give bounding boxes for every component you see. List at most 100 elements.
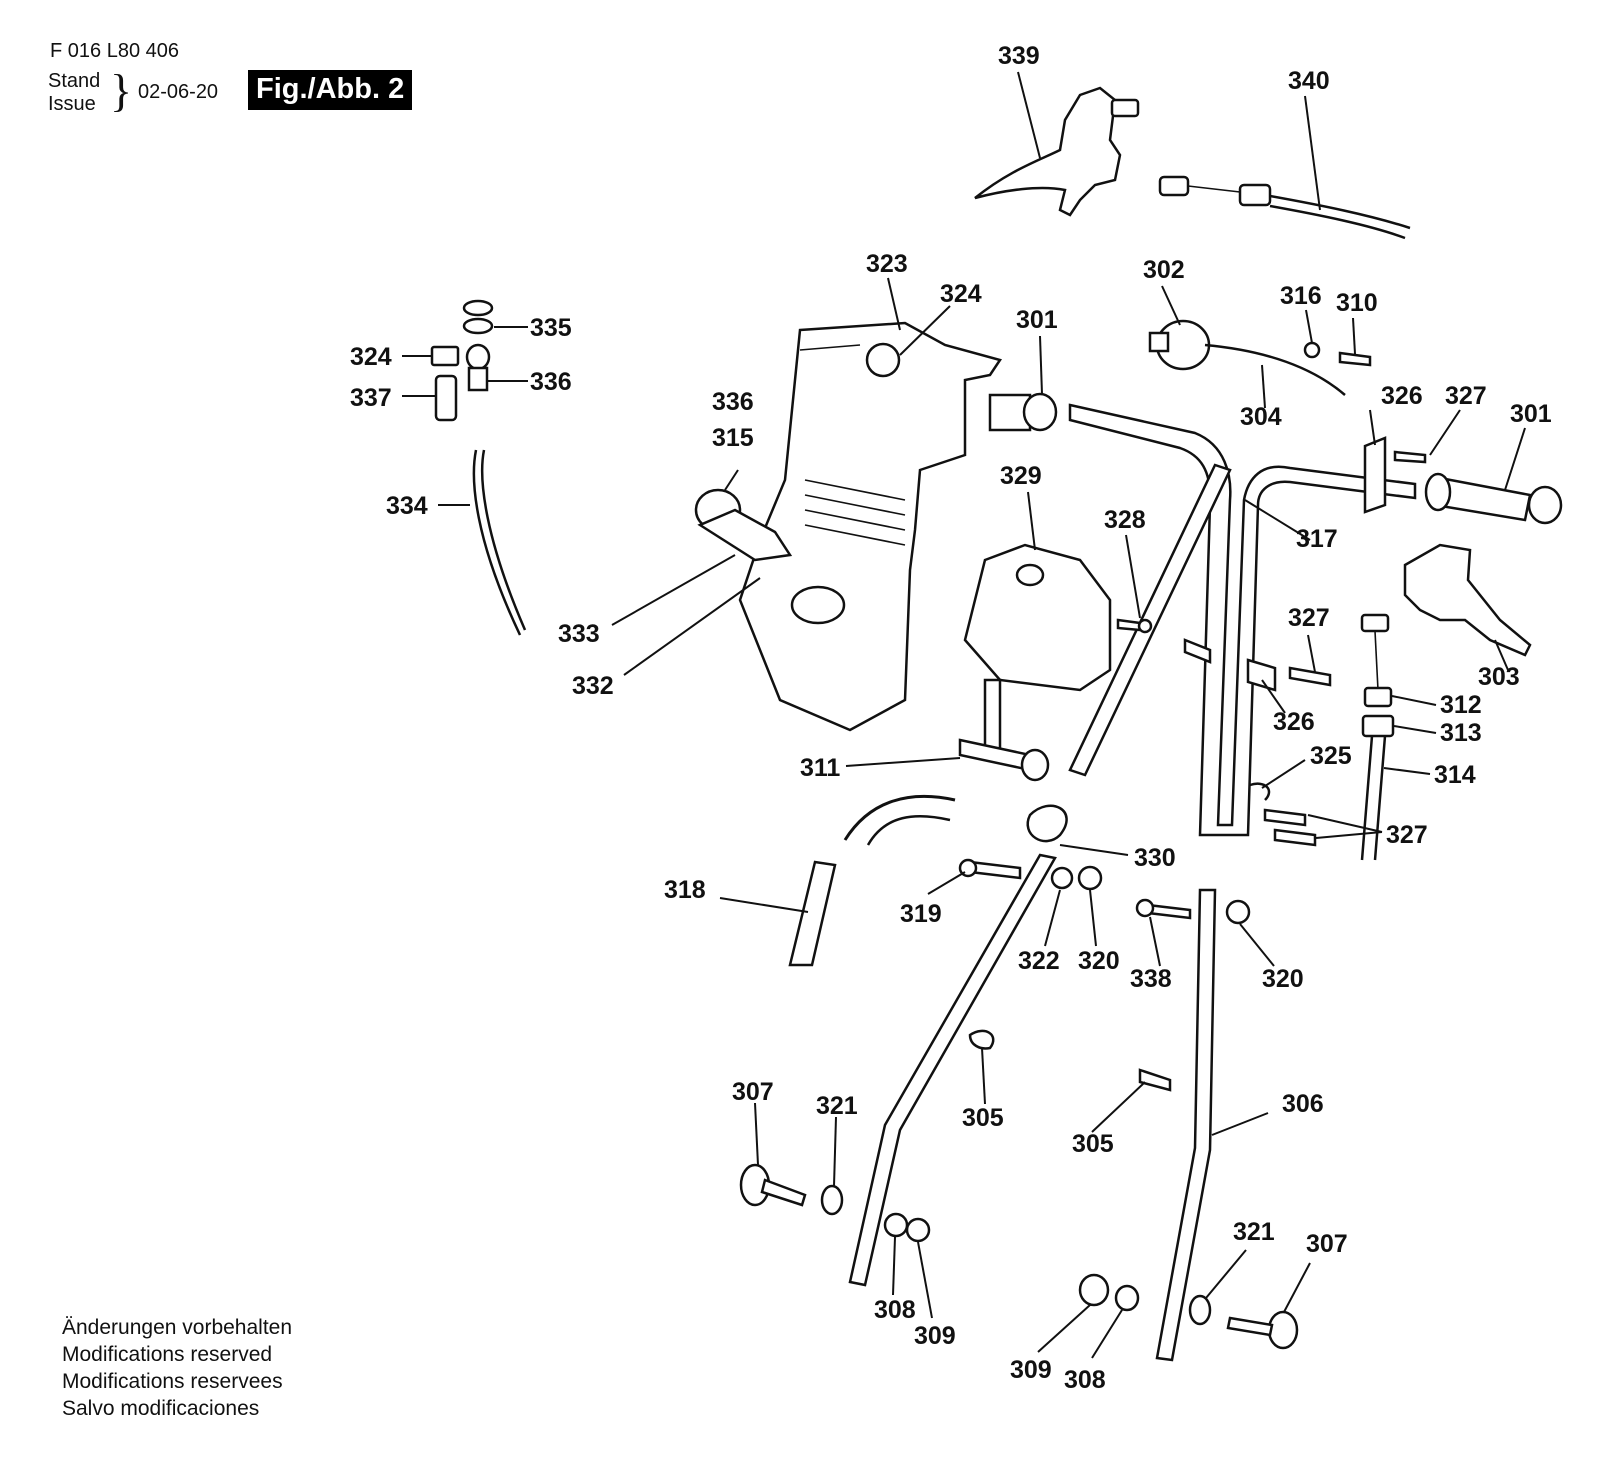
- callout-316: 316: [1280, 282, 1322, 310]
- callout-326-top: 326: [1381, 382, 1423, 410]
- washer-316: [1303, 341, 1321, 359]
- note-line: Modifications reservees: [62, 1370, 283, 1393]
- callout-311: 311: [800, 754, 840, 782]
- callout-309-left: 309: [914, 1322, 956, 1350]
- spacer-321-left: [820, 1184, 844, 1216]
- callout-329: 329: [1000, 462, 1042, 490]
- clamp-330: [1026, 804, 1068, 843]
- bar-end-left: [988, 393, 1032, 432]
- spacer-321-right: [1188, 1294, 1212, 1326]
- bracket-326-top: [1363, 436, 1387, 514]
- screw-328-head: [1137, 618, 1153, 634]
- knob-307-left-shaft: [760, 1178, 807, 1207]
- cable-end-340: [1158, 175, 1190, 197]
- lever-303: [1403, 543, 1532, 657]
- bulb-336: [465, 343, 491, 371]
- bushing-308-left: [883, 1212, 909, 1238]
- callout-338: 338: [1130, 965, 1172, 993]
- callout-labels: 339 340 323 324 302 316 310 301 304 326 …: [350, 42, 1552, 1394]
- bulb-base-336: [467, 366, 489, 392]
- wire-334-b: [480, 449, 527, 631]
- spacer-326: [1246, 658, 1277, 692]
- note-line: Änderungen vorbehalten: [62, 1316, 293, 1339]
- cable-wire-312: [1374, 630, 1379, 691]
- issue-date: 02-06-20: [138, 81, 219, 103]
- document-number: F 016 L80 406: [50, 40, 179, 62]
- bolt-338-head: [1135, 898, 1155, 918]
- nut-320-left: [1077, 865, 1103, 891]
- callout-339: 339: [998, 42, 1040, 70]
- grip-collar-right: [1424, 472, 1452, 512]
- screw-327-top: [1393, 450, 1427, 464]
- nut-312: [1363, 686, 1393, 708]
- callout-308-left: 308: [874, 1296, 916, 1324]
- washer-335-a: [462, 299, 494, 317]
- switch-stem: [1148, 331, 1170, 353]
- housing-cap-324: [865, 342, 901, 378]
- bolt-338: [1146, 903, 1192, 920]
- clip-305-right: [1138, 1068, 1172, 1092]
- hose-318: [788, 860, 837, 967]
- callout-334: 334: [386, 492, 428, 520]
- note-line: Modifications reserved: [62, 1343, 273, 1366]
- washer-335-b: [462, 317, 494, 335]
- handlebar-strut: [1068, 463, 1232, 777]
- callout-322: 322: [1018, 947, 1060, 975]
- leader-lines: [402, 71, 1526, 1359]
- callout-320-right: 320: [1262, 965, 1304, 993]
- callout-307-right: 307: [1306, 1230, 1348, 1258]
- hose-318-curved: [843, 794, 956, 841]
- bushing-308-right: [1114, 1284, 1140, 1312]
- callout-307-left: 307: [732, 1078, 774, 1106]
- callout-337: 337: [350, 384, 392, 412]
- nut-313: [1361, 714, 1395, 738]
- callout-323: 323: [866, 250, 908, 278]
- clip-305-left: [968, 1029, 995, 1050]
- part-shapes: [430, 86, 1563, 1362]
- cable-end-312-top: [1360, 613, 1390, 633]
- tank-cap: [1015, 563, 1045, 587]
- callout-301-right: 301: [1510, 400, 1552, 428]
- callout-328: 328: [1104, 506, 1146, 534]
- cable-sheath-2: [1269, 204, 1406, 240]
- callout-317: 317: [1296, 525, 1338, 553]
- knob-307-right: [1267, 1310, 1299, 1350]
- housing-323: [738, 321, 1003, 732]
- nut-309-left: [905, 1217, 931, 1243]
- callout-327-lower: 327: [1386, 821, 1428, 849]
- callout-319: 319: [900, 900, 942, 928]
- cable-sheath: [1269, 194, 1411, 230]
- issue-label: Issue: [48, 93, 96, 115]
- housing-port: [790, 585, 846, 625]
- switch-wire-304: [1204, 343, 1346, 396]
- tube-337: [434, 374, 458, 422]
- nut-309-right: [1078, 1273, 1110, 1307]
- callout-327-mid: 327: [1288, 604, 1330, 632]
- callout-324: 324: [940, 280, 982, 308]
- valve-knob: [1020, 748, 1050, 782]
- screw-327-a: [1263, 808, 1307, 827]
- callout-304: 304: [1240, 403, 1282, 431]
- lens-324: [430, 345, 460, 367]
- callout-318: 318: [664, 876, 706, 904]
- callout-325: 325: [1310, 742, 1352, 770]
- washer-322: [1050, 866, 1074, 890]
- hose-curve-inner: [866, 814, 951, 846]
- lower-tube-306: [1155, 888, 1217, 1362]
- screw-328: [1116, 618, 1142, 632]
- cable-nut: [1238, 183, 1272, 207]
- callout-309-right: 309: [1010, 1356, 1052, 1384]
- modifications-note: Änderungen vorbehalten Modifications res…: [62, 1314, 292, 1422]
- spacer-326-left: [1183, 638, 1212, 664]
- callout-336: 336: [712, 388, 754, 416]
- trigger-clamp: [1110, 98, 1140, 118]
- cable-wire: [1187, 185, 1241, 193]
- nut-320-right: [1225, 899, 1251, 925]
- callout-340: 340: [1288, 67, 1330, 95]
- callout-330: 330: [1134, 844, 1176, 872]
- stand-label: Stand: [48, 70, 101, 92]
- valve-stem-311: [983, 678, 1002, 752]
- callout-301-left: 301: [1016, 306, 1058, 334]
- screw-327-mid: [1288, 666, 1332, 687]
